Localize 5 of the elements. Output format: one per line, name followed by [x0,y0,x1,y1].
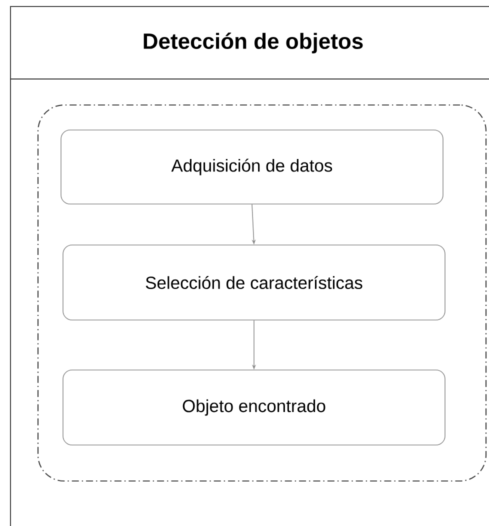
process-box: Adquisición de datos [60,130,444,204]
process-box: Objeto encontrado [62,370,446,446]
dash-dot-frame [37,104,487,482]
panel-title: Detección de objetos [144,32,363,54]
process-box: Selección de características [62,244,446,320]
